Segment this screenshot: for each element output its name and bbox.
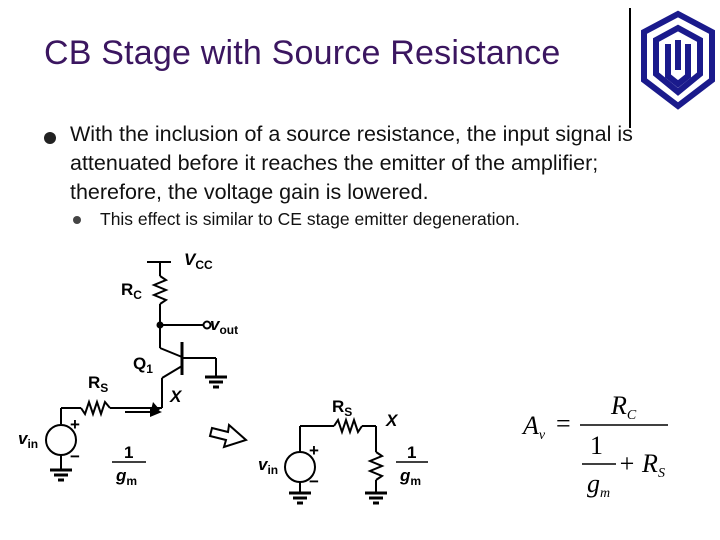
eq-lhs: Av — [521, 411, 546, 443]
minus-sign-left: − — [70, 447, 80, 466]
x-label-right: X — [385, 411, 399, 430]
bullet-dot — [44, 132, 56, 144]
rs-label-right: RS — [332, 397, 352, 419]
rs-resistor-left — [80, 398, 111, 418]
rc-resistor — [151, 275, 169, 305]
eq-plus-rs: + RS — [618, 449, 665, 481]
bullet-main-text: With the inclusion of a source resistanc… — [70, 122, 633, 204]
vcc-label: VCC — [184, 250, 213, 272]
vout-node — [202, 320, 212, 330]
rs-label-left: RS — [88, 373, 108, 395]
vout-label: vout — [210, 315, 238, 337]
university-logo-icon — [641, 10, 715, 110]
frac-num-left: 1 — [124, 443, 133, 462]
q1-label: Q1 — [133, 354, 153, 376]
vin-label-left: vin — [18, 429, 38, 451]
plus-sign-left: + — [70, 415, 80, 434]
minus-sign-right: − — [309, 472, 319, 491]
frac-num-right: 1 — [407, 443, 416, 462]
frac-den-left: gm — [115, 466, 137, 488]
frac-den-right: gm — [399, 466, 421, 488]
eq-equals: = — [556, 409, 571, 438]
sub-bullet-dot — [73, 216, 81, 224]
eq-numerator: RC — [610, 391, 637, 423]
bullet-sub-text: This effect is similar to CE stage emitt… — [100, 209, 520, 229]
eq-gm: gm — [587, 469, 610, 501]
x-label-left: X — [169, 387, 183, 406]
slide-title: CB Stage with Source Resistance — [44, 34, 561, 72]
eq-one: 1 — [590, 431, 603, 460]
plus-sign-right: + — [309, 441, 319, 460]
transform-arrow — [208, 423, 248, 449]
rs-resistor-right — [333, 416, 363, 436]
title-divider — [629, 8, 631, 128]
rc-label: RC — [121, 280, 142, 302]
gm-resistor-right — [367, 451, 385, 481]
vin-label-right: vin — [258, 455, 278, 477]
